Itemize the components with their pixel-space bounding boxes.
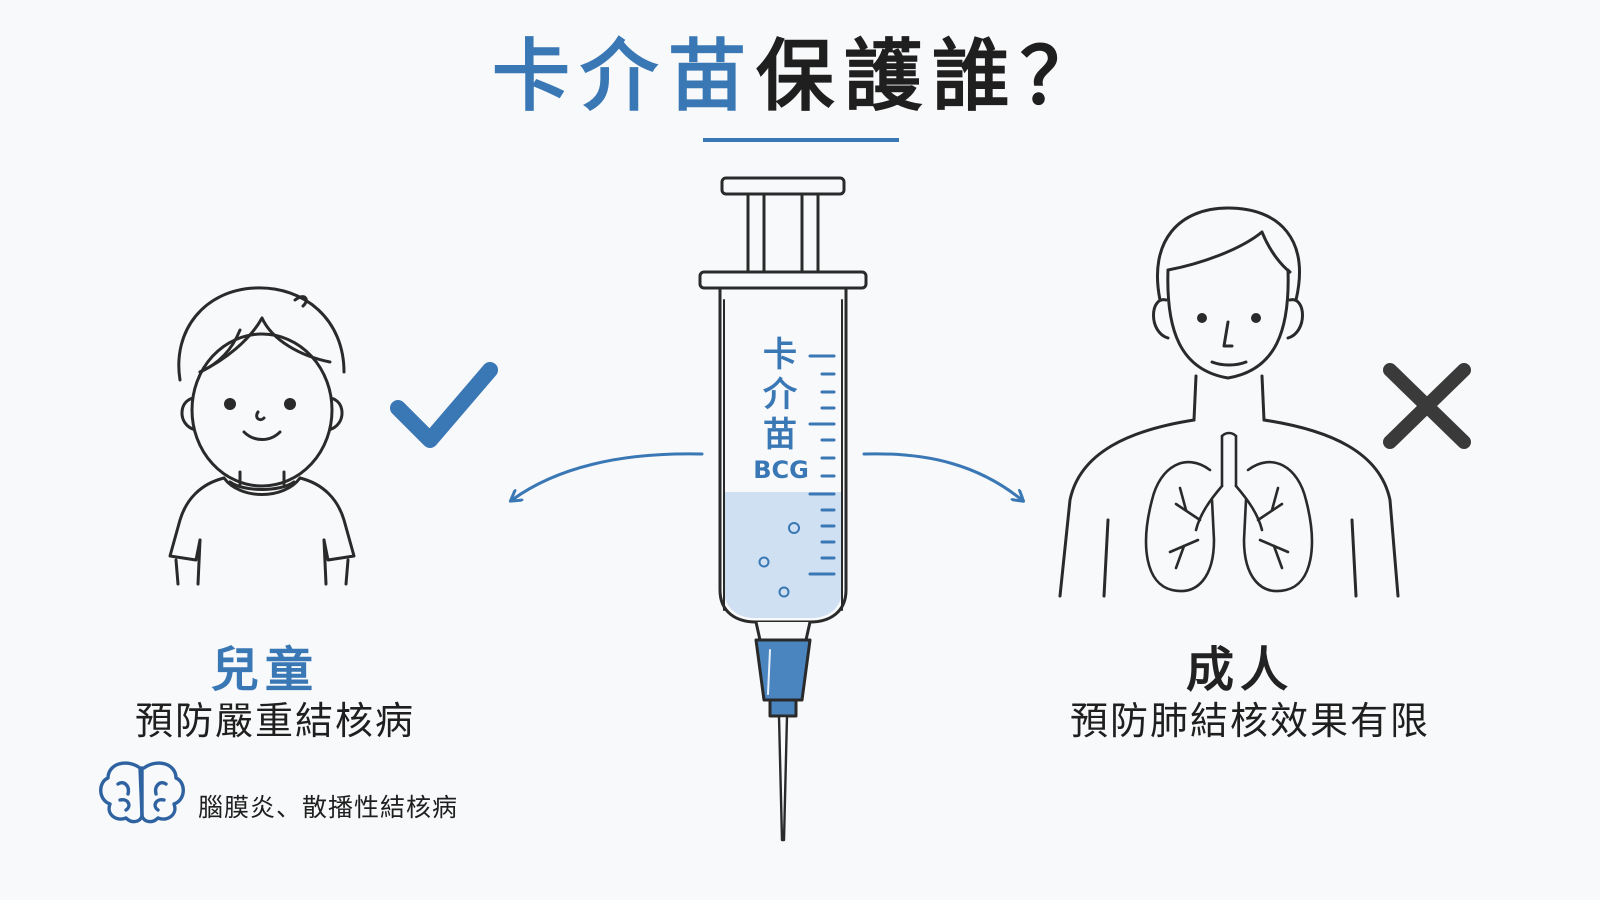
syringe-label-char-3: 苗 — [763, 415, 797, 455]
arrow-to-child — [512, 452, 704, 500]
child-figure — [168, 286, 356, 586]
child-description: 預防嚴重結核病 — [134, 699, 415, 743]
cross-mark-icon — [1383, 363, 1471, 449]
child-title: 兒童 — [210, 642, 319, 698]
arrow-to-adult — [862, 452, 1022, 500]
syringe-icon — [698, 176, 868, 842]
title-rest: 保護誰？ — [756, 32, 1109, 122]
adult-title: 成人 — [1185, 642, 1294, 698]
check-mark-icon — [390, 362, 498, 448]
adult-figure — [1058, 206, 1400, 598]
lungs-icon — [1144, 431, 1314, 593]
syringe-label-code: BCG — [753, 456, 809, 484]
child-note: 腦膜炎、散播性結核病 — [198, 793, 459, 822]
title-underline — [703, 138, 899, 142]
syringe-label-char-2: 介 — [763, 375, 798, 415]
syringe-label-char-1: 卡 — [763, 335, 797, 375]
adult-description: 預防肺結核效果有限 — [1069, 699, 1430, 743]
page-title: 卡介苗保護誰？ — [0, 22, 1600, 132]
brain-icon — [99, 761, 185, 824]
title-highlight: 卡介苗 — [491, 32, 756, 122]
